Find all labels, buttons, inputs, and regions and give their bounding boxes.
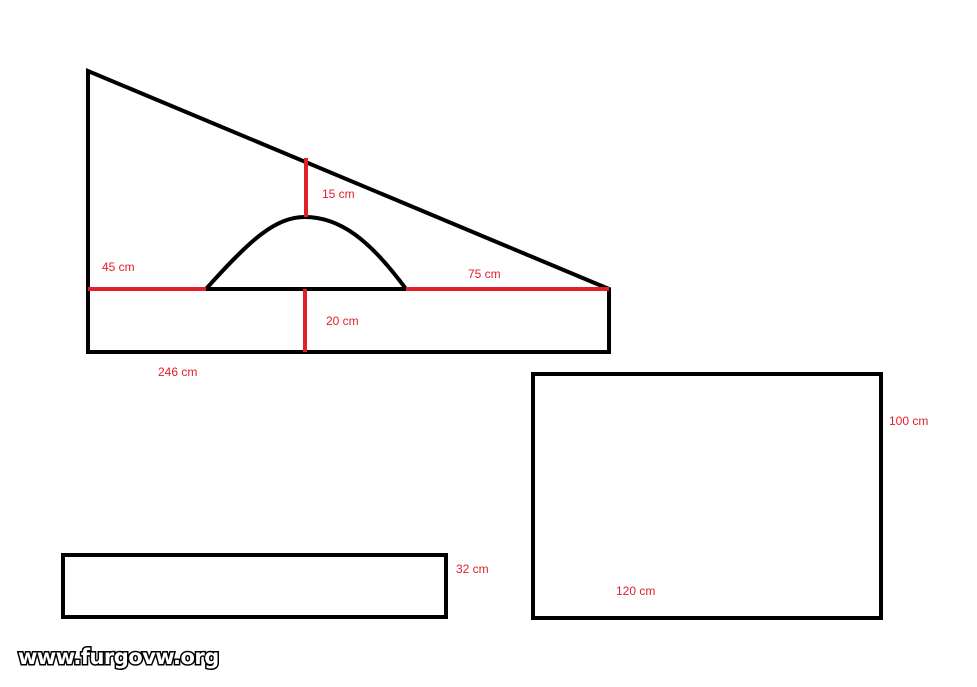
- wheel-arch-curve: [204, 214, 408, 291]
- label-total-length: 246 cm: [158, 365, 197, 379]
- label-large-rect-width: 120 cm: [616, 584, 655, 598]
- label-right-segment: 75 cm: [468, 267, 501, 281]
- label-hump-height: 15 cm: [322, 187, 355, 201]
- dimension-lines: [88, 158, 609, 352]
- side-profile: [86, 67, 611, 354]
- watermark-text: www.furgovw.org: [18, 645, 219, 669]
- label-small-rect-height: 32 cm: [456, 562, 489, 576]
- label-left-segment: 45 cm: [102, 260, 135, 274]
- label-base-height: 20 cm: [326, 314, 359, 328]
- large-rectangle: [531, 372, 883, 620]
- small-rectangle: [61, 553, 448, 619]
- label-large-rect-height: 100 cm: [889, 414, 928, 428]
- triangle-outline: [86, 67, 611, 354]
